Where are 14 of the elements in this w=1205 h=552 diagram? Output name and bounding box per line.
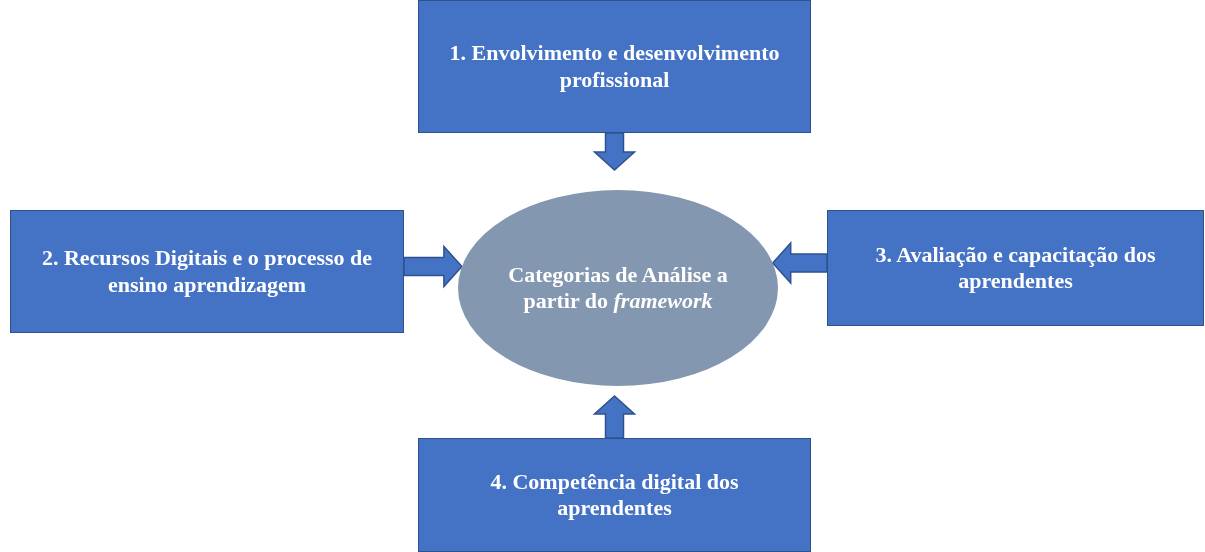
box-label: 4. Competência digital dos aprendentes [489, 468, 740, 522]
arrow [592, 132, 637, 172]
box-label: 2. Recursos Digitais e o processo de ensino aprendizagem [40, 245, 374, 298]
process-box [418, 438, 811, 552]
arrow [592, 394, 637, 439]
arrow [403, 244, 463, 289]
box-label: 3. Avaliação e capacitação dos aprendentes [874, 241, 1157, 295]
arrow [771, 241, 828, 285]
box-label: 1. Envolvimento e desenvolvimento profissional [448, 40, 781, 93]
center-ellipse [458, 190, 778, 386]
process-box [10, 210, 404, 333]
process-box [418, 0, 811, 133]
process-box [827, 210, 1204, 326]
center-label: Categorias de Análise a partir do framework [507, 261, 729, 315]
